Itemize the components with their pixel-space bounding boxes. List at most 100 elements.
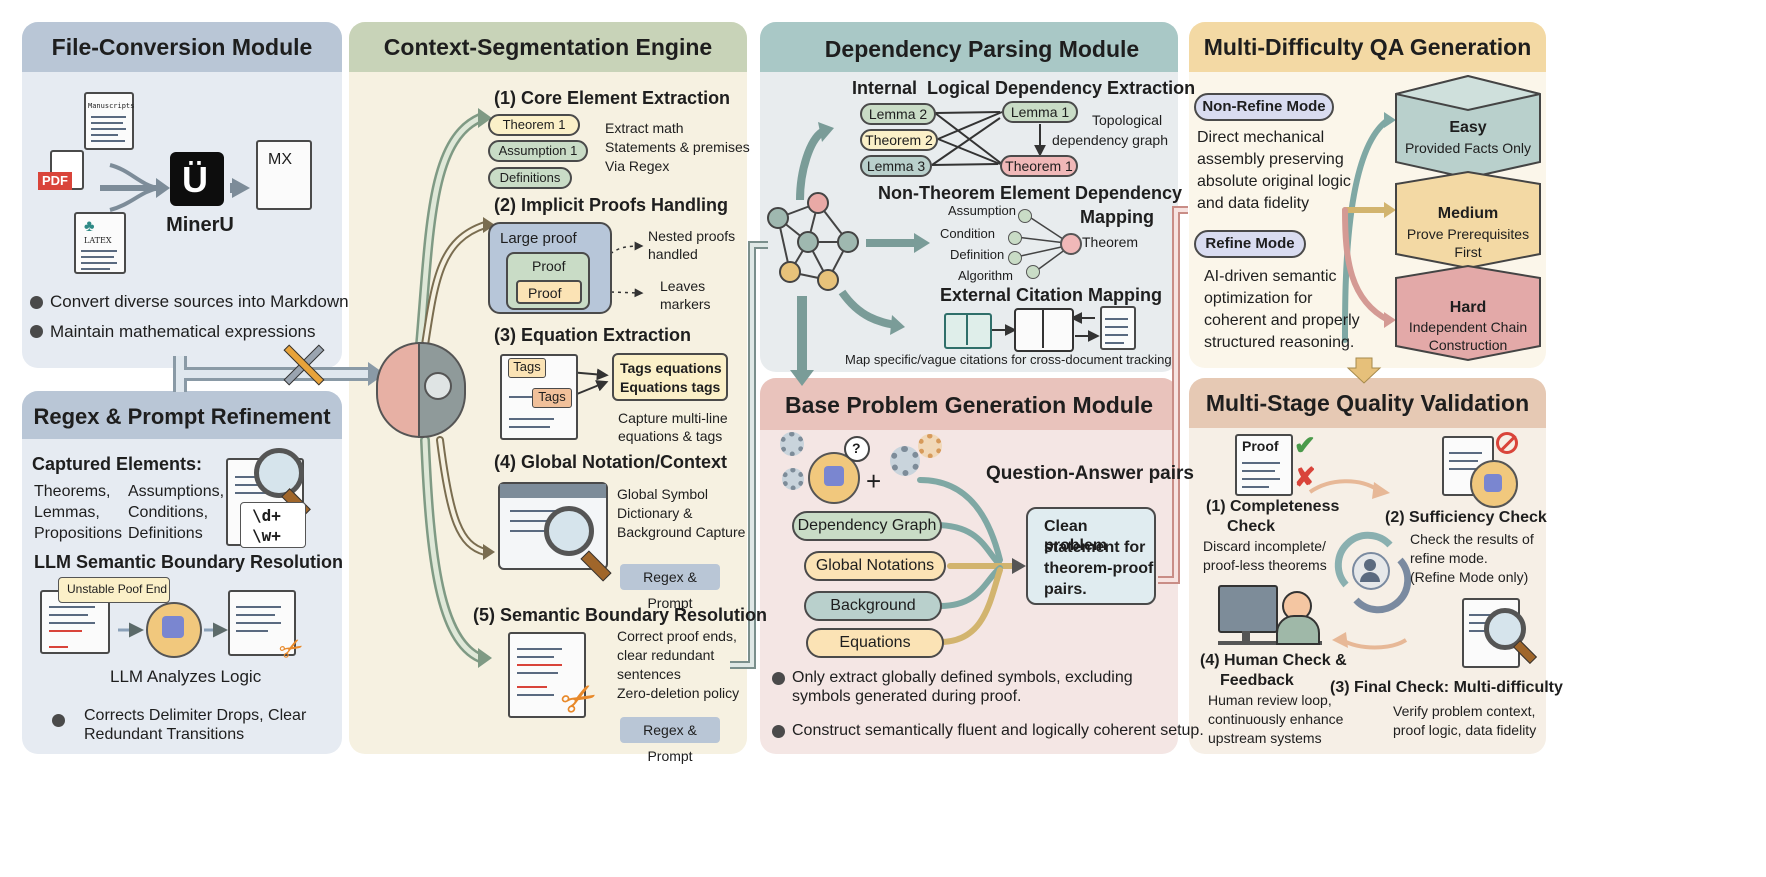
captured-col1-1: Theorems,	[34, 483, 111, 500]
brain-gear-icon	[376, 342, 466, 438]
unstable-proof-callout: Unstable Poof End	[58, 577, 170, 603]
medium-level-block: Medium Prove Prerequisites First	[1394, 170, 1542, 270]
refine-mode-pill: Refine Mode	[1194, 230, 1306, 258]
citation-mapping-title: External Citation Mapping	[940, 285, 1163, 305]
hard-desc-2: Construction	[1428, 337, 1508, 353]
global-desc-1: Global Symbol	[617, 486, 709, 502]
quality-validation-title: Multi-Stage Quality Validation	[1205, 390, 1530, 416]
nonrefine-desc-1: Direct mechanical	[1197, 129, 1325, 146]
base-problem-bullet-1: Only extract globally defined symbols, e…	[792, 669, 1133, 706]
manuscripts-label: Manuscripts	[88, 102, 135, 110]
medium-desc-1: Prove Prerequisites	[1406, 226, 1530, 242]
final-check-desc-1: Verify problem context,	[1393, 703, 1536, 719]
resolved-document-icon	[228, 590, 296, 656]
topological-desc-2: dependency graph	[1052, 132, 1168, 148]
question-bubble-icon: ?	[844, 436, 870, 462]
unstable-proof-callout-text: Unstable Poof End	[67, 582, 168, 596]
clean-box-line4: pairs.	[1044, 581, 1087, 598]
qa-generation-title: Multi-Difficulty QA Generation	[1203, 34, 1532, 60]
global-notation-title: (4) Global Notation/Context	[494, 452, 727, 472]
core-desc-2: Statements & premises	[605, 139, 750, 155]
clean-box-line2: statement for	[1044, 539, 1146, 556]
sufficiency-title: (2) Sufficiency Check	[1385, 509, 1547, 526]
manuscripts-document-icon: Manuscripts	[84, 92, 134, 150]
refine-desc-4: structured reasoning.	[1204, 334, 1355, 351]
hard-level-block: Hard Independent Chain Construction	[1394, 264, 1542, 362]
clean-box-line1: Clean problem	[1044, 518, 1108, 555]
theorem-hub-node	[1060, 233, 1082, 255]
regex-prompt-tag-2: Regex & Prompt	[620, 717, 720, 764]
background-pill: Background	[804, 591, 942, 621]
completeness-desc-1: Discard incomplete/	[1203, 538, 1326, 554]
proof-label-inner: Proof	[528, 285, 562, 301]
easy-level-block: Easy Provided Facts Only	[1394, 74, 1542, 180]
dependency-parsing-panel	[760, 22, 1178, 372]
implicit-proofs-title: (2) Implicit Proofs Handling	[494, 195, 729, 215]
latex-label: LATEX	[84, 236, 112, 245]
base-problem-bullet-2: Construct semantically fluent and logica…	[792, 722, 1204, 739]
regex-prompt-tag-1: Regex & Prompt	[620, 564, 720, 611]
easy-title: Easy	[1449, 119, 1487, 136]
plus-sign: +	[866, 466, 882, 496]
tags-equations-line2: Equations tags	[620, 379, 721, 395]
human-check-desc-2: continuously enhance	[1208, 711, 1344, 727]
markdown-label: MX	[268, 151, 292, 168]
tags-pill-2: Tags	[532, 388, 572, 408]
lemma1-node: Lemma 1	[1002, 101, 1078, 123]
theorem-hub-label: Theorem	[1082, 234, 1139, 250]
llm-boundary-title: LLM Semantic Boundary Resolution	[34, 552, 344, 572]
boundary-desc-1: Correct proof ends,	[617, 628, 737, 644]
cross-icon: ✘	[1294, 462, 1316, 492]
refine-desc-3: coherent and properly	[1204, 312, 1360, 329]
regex-pattern-box	[240, 502, 306, 548]
sufficiency-desc-1: Check the results of	[1410, 531, 1534, 547]
file-conversion-bullet-1: Convert diverse sources into Markdown	[50, 292, 349, 311]
latex-bird-icon: ♣	[84, 218, 95, 235]
equation-extraction-title: (3) Equation Extraction	[494, 325, 692, 345]
captured-col2-1: Assumptions,	[128, 483, 225, 500]
hard-title: Hard	[1449, 299, 1487, 316]
captured-col1-2: Lemmas,	[34, 504, 100, 521]
final-check-desc-2: proof logic, data fidelity	[1393, 722, 1537, 738]
equation-desc-1: Capture multi-line	[618, 410, 728, 426]
medium-desc-2: First	[1454, 244, 1482, 260]
context-segmentation-title: Context-Segmentation Engine	[383, 34, 713, 60]
regex-magnifier-icon	[254, 448, 304, 498]
equations-pill: Equations	[806, 628, 944, 658]
llm-caption: LLM Analyzes Logic	[110, 667, 262, 686]
gear-icon	[780, 432, 804, 456]
sufficiency-desc-2: refine mode.	[1410, 550, 1488, 566]
nonrefine-desc-3: absolute original logic	[1197, 173, 1351, 190]
human-check-desc-3: upstream systems	[1208, 730, 1322, 746]
nonrefine-desc-2: assembly preserving	[1197, 151, 1344, 168]
leaves-markers-note-2: markers	[660, 296, 711, 312]
refine-desc-2: optimization for	[1204, 290, 1313, 307]
regex-pattern-1: \d+	[252, 506, 281, 525]
captured-elements-label: Captured Elements:	[32, 454, 203, 474]
captured-col2-2: Conditions,	[128, 504, 209, 521]
human-check-title-1: (4) Human Check &	[1200, 652, 1347, 669]
pdf-document-icon: PDF	[38, 150, 84, 190]
semantic-boundary-title: (5) Semantic Boundary Resolution	[473, 605, 768, 625]
nontheorem-title-2: Mapping	[1080, 207, 1154, 227]
dependency-graph-pill: Dependency Graph	[792, 511, 942, 541]
user-cycle-icon	[1352, 552, 1390, 590]
node-algorithm: Algorithm	[958, 268, 1013, 283]
latex-document-icon: ♣ LATEX	[74, 212, 126, 274]
leaves-markers-note-1: Leaves	[660, 278, 706, 294]
nested-proofs-note-1: Nested proofs	[648, 228, 736, 244]
tags-equations-box: Tags equations Equations tags	[612, 353, 728, 401]
proof-label-outer: Proof	[532, 258, 566, 274]
nonrefine-mode-pill: Non-Refine Mode	[1194, 93, 1334, 121]
file-conversion-title: File-Conversion Module	[51, 34, 313, 60]
pdf-label: PDF	[38, 172, 72, 190]
node-assumption: Assumption	[948, 203, 1016, 218]
topological-desc-1: Topological	[1092, 112, 1163, 128]
assumption1-pill: Assumption 1	[488, 140, 588, 162]
tags-pill-1: Tags	[508, 358, 546, 378]
proof-inner-box: Proof	[516, 280, 582, 304]
ai-brain-icon	[146, 602, 202, 658]
large-proof-box: Large proof Proof Proof	[488, 222, 612, 314]
boundary-desc-3: sentences	[617, 666, 681, 682]
